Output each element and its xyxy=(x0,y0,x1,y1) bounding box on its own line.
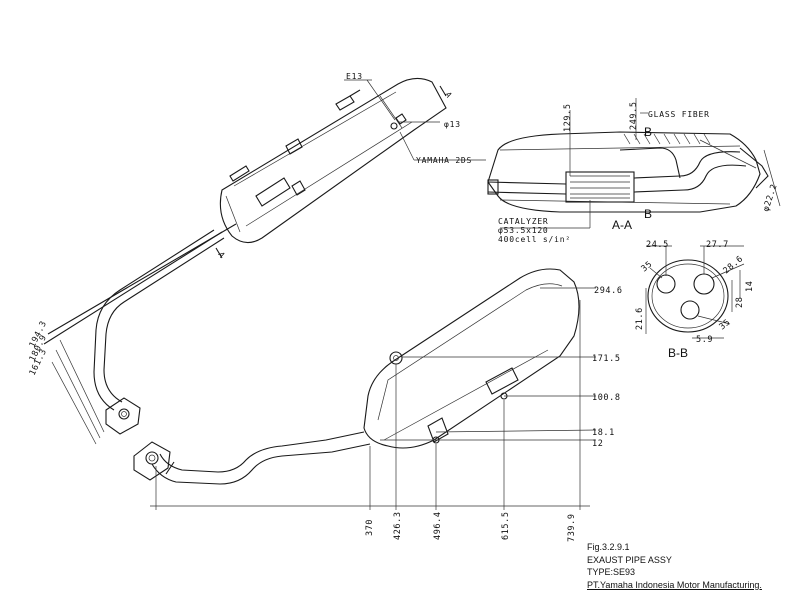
label-phi13: φ13 xyxy=(444,120,461,129)
dim-35-top: 35 xyxy=(640,259,655,274)
label-glass-fiber: GLASS FIBER xyxy=(648,110,710,119)
section-title-a-a: A-A xyxy=(612,218,632,232)
dim-35-bottom: 35 xyxy=(718,317,733,332)
figure-caption: Fig.3.2.9.1 EXAUST PIPE ASSY TYPE:SE93 P… xyxy=(587,541,762,591)
dim-5-9: 5.9 xyxy=(696,335,713,345)
caption-fig-number: Fig.3.2.9.1 xyxy=(587,542,630,552)
dim-615-5: 615.5 xyxy=(501,511,511,540)
section-b-b-view xyxy=(645,245,745,339)
dim-171-5: 171.5 xyxy=(592,354,621,364)
dim-27-7: 27.7 xyxy=(706,240,729,250)
caption-manufacturer: PT.Yamaha Indonesia Motor Manufacturing. xyxy=(587,579,762,590)
section-a-a-view xyxy=(487,98,781,229)
section-mark-a-top: A xyxy=(443,91,454,100)
dim-14: 14 xyxy=(745,281,755,292)
dim-28: 28 xyxy=(735,297,745,308)
caption-type: TYPE:SE93 xyxy=(587,567,636,577)
dim-294-6: 294.6 xyxy=(594,286,623,296)
dim-426-3: 426.3 xyxy=(393,511,403,540)
label-yamaha-2ds: YAMAHA 2DS xyxy=(416,156,472,165)
dim-249-5: 249.5 xyxy=(629,101,639,130)
dim-phi22-2: φ22.2 xyxy=(761,183,779,213)
dim-370: 370 xyxy=(365,519,375,536)
section-mark-b-bottom: B xyxy=(644,207,652,221)
caption-title: EXAUST PIPE ASSY xyxy=(587,554,672,565)
dim-129-5: 129.5 xyxy=(563,103,573,132)
dim-100-8: 100.8 xyxy=(592,393,621,403)
dim-739-9: 739.9 xyxy=(567,513,577,542)
dim-24-5: 24.5 xyxy=(646,240,669,250)
label-e13: E13 xyxy=(346,72,363,81)
section-mark-b-top: B xyxy=(644,125,652,139)
label-catalyzer: CATALYZER xyxy=(498,217,549,226)
dim-12: 12 xyxy=(592,439,603,449)
section-title-b-b: B-B xyxy=(668,346,688,360)
dim-496-4: 496.4 xyxy=(433,511,443,540)
side-view-assembly xyxy=(133,268,597,510)
dim-18-1: 18.1 xyxy=(592,428,615,438)
label-catalyzer-cell: 400cell s/in² xyxy=(498,235,571,244)
label-catalyzer-size: φ53.5x120 xyxy=(498,226,549,235)
section-mark-a-bottom: A xyxy=(216,251,227,260)
top-view-muffler xyxy=(43,77,486,445)
dim-21-6: 21.6 xyxy=(635,307,645,330)
